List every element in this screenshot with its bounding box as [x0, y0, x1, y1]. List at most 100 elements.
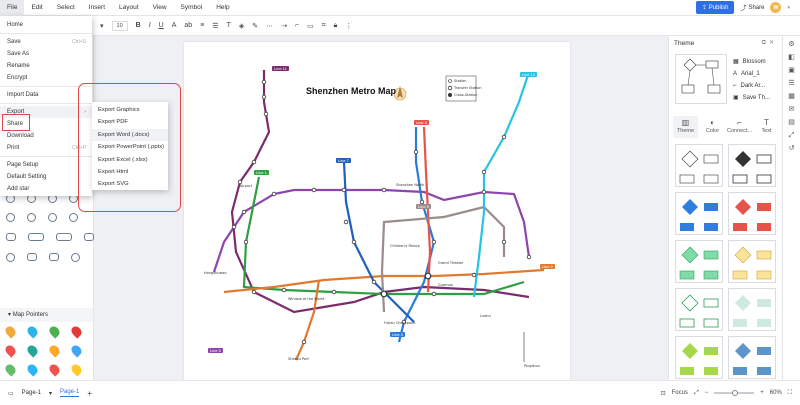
connector-icon[interactable]: ⌐ [294, 22, 300, 29]
line-spacing-icon[interactable]: ☰ [212, 22, 219, 30]
export-svg[interactable]: Export SVG [98, 181, 129, 188]
text-box-icon[interactable]: T [226, 22, 231, 29]
underline-icon[interactable]: U [158, 22, 164, 29]
zoom-in-icon[interactable]: + [760, 390, 764, 396]
line-2-route[interactable] [223, 268, 545, 294]
theme-card[interactable] [675, 336, 723, 379]
map-pin-icon[interactable] [47, 343, 62, 358]
chevron-down-icon[interactable]: ▾ [49, 390, 53, 397]
menu-layout[interactable]: Layout [119, 3, 139, 11]
map-pin-icon[interactable] [25, 324, 40, 339]
tab-connector[interactable]: ⌐Connect... [727, 116, 752, 138]
file-menu-export[interactable]: Export› [0, 106, 92, 118]
map-pin-icon[interactable] [69, 362, 84, 377]
page-tab[interactable]: Page-1 [60, 389, 80, 397]
line-1-route[interactable] [242, 176, 525, 296]
zoom-level[interactable]: 60% [769, 390, 782, 396]
map-pin-icon[interactable] [25, 362, 40, 377]
line-2-south-route[interactable] [294, 279, 321, 361]
theme-option-blossom[interactable]: ▦Blossom [733, 56, 770, 68]
zoom-out-icon[interactable]: − [704, 390, 709, 396]
line-badge[interactable]: Line 9 [416, 204, 431, 209]
page-select[interactable]: Page-1 [21, 390, 42, 396]
file-menu-add-star[interactable]: Add star [0, 183, 92, 195]
file-menu-share[interactable]: Share [0, 118, 92, 130]
layers-icon[interactable]: ☰ [788, 80, 795, 87]
export-graphics[interactable]: Export Graphics [98, 107, 140, 113]
map-pin-icon[interactable] [3, 362, 18, 377]
export-html[interactable]: Export Html [98, 168, 129, 175]
file-menu-page-setup[interactable]: Page Setup [0, 159, 92, 171]
map-pin-icon[interactable] [47, 362, 62, 377]
fit-icon[interactable]: ⤢ [693, 389, 699, 396]
file-menu-home[interactable]: Home [0, 19, 92, 31]
theme-option-save[interactable]: ▣Save Th... [733, 92, 770, 104]
expand-icon[interactable]: ⤢ [788, 132, 795, 139]
align-icon[interactable]: ≡ [200, 22, 205, 29]
rounded-rect-shape[interactable] [6, 233, 16, 241]
focus-icon[interactable]: ⊡ [660, 390, 666, 397]
station-icon[interactable] [27, 253, 37, 261]
menu-file[interactable]: File [0, 0, 25, 16]
map-pin-icon[interactable] [69, 324, 84, 339]
line-badge[interactable]: Line 2 [540, 264, 555, 269]
theme-card[interactable] [728, 192, 776, 235]
theme-preview[interactable] [675, 54, 727, 104]
chevron-down-icon[interactable]: ▾ [787, 4, 790, 11]
export-word[interactable]: Export Word (.docx) [92, 128, 168, 142]
menu-select[interactable]: Select [56, 3, 75, 11]
section-map-pointers[interactable]: ▾ Map Pointers [0, 308, 93, 322]
comment-icon[interactable]: ✉ [788, 106, 795, 113]
file-menu-default-setting[interactable]: Default Setting [0, 171, 92, 183]
canvas-area[interactable]: Airport Hongshuwan Shekou Port Window of… [94, 36, 666, 380]
theme-card[interactable] [728, 288, 776, 331]
train-icon[interactable] [6, 253, 15, 262]
theme-card[interactable] [728, 336, 776, 379]
style-icon[interactable]: ◧ [788, 54, 795, 61]
shadow-icon[interactable]: ▭ [307, 22, 314, 30]
font-size-select[interactable]: 10 [111, 20, 128, 31]
rounded-rect-shape[interactable] [56, 233, 72, 241]
map-pin-icon[interactable] [3, 324, 18, 339]
line-5-route[interactable] [212, 188, 531, 273]
file-menu-import-data[interactable]: Import Data [0, 89, 92, 101]
focus-label[interactable]: Focus [671, 390, 688, 396]
export-powerpoint[interactable]: Export PowerPoint (.pptx) [98, 144, 165, 151]
theme-card[interactable] [675, 192, 723, 235]
tab-color[interactable]: ◐Color [700, 116, 725, 138]
pop-out-icon[interactable]: ⧉ [761, 40, 769, 46]
map-title[interactable]: Shenzhen Metro Map [306, 86, 397, 96]
menu-edit[interactable]: Edit [31, 3, 43, 11]
target-icon[interactable] [71, 253, 80, 262]
menu-symbol[interactable]: Symbol [180, 3, 203, 11]
add-page-icon[interactable]: + [87, 388, 93, 398]
file-menu-encrypt[interactable]: Encrypt [0, 72, 92, 84]
file-menu-download[interactable]: Download [0, 130, 92, 142]
line-color-icon[interactable]: ✎ [252, 22, 259, 30]
grid-icon[interactable]: ▦ [788, 93, 795, 100]
menu-insert[interactable]: Insert [88, 3, 106, 11]
fill-icon[interactable]: ◈ [238, 22, 245, 30]
export-excel[interactable]: Export Excel (.xlsx) [98, 156, 148, 163]
theme-option-connector[interactable]: ⌐Dark Ar... [733, 80, 770, 92]
avatar[interactable]: W [770, 2, 782, 13]
lock-icon[interactable]: 🔒︎ [333, 21, 338, 29]
line-badge[interactable]: Line 7 [336, 158, 351, 163]
menu-view[interactable]: View [152, 3, 167, 11]
ring-shape[interactable] [69, 213, 78, 222]
menu-help[interactable]: Help [216, 3, 230, 11]
ring-shape[interactable] [6, 213, 15, 222]
map-pin-icon[interactable] [3, 343, 18, 358]
line-12-route[interactable] [472, 71, 531, 298]
ring-shape[interactable] [27, 213, 36, 222]
close-icon[interactable]: ✕ [768, 40, 777, 46]
tab-theme[interactable]: ▥Theme [673, 116, 698, 138]
crop-icon[interactable]: ⌗ [321, 21, 326, 29]
line-4-route[interactable] [422, 126, 432, 293]
font-family-dropdown-icon[interactable]: ▾ [100, 22, 104, 30]
more-icon[interactable]: ⋮ [345, 22, 353, 30]
text-format-icon[interactable]: ab [184, 22, 193, 29]
zoom-slider[interactable] [714, 390, 755, 396]
